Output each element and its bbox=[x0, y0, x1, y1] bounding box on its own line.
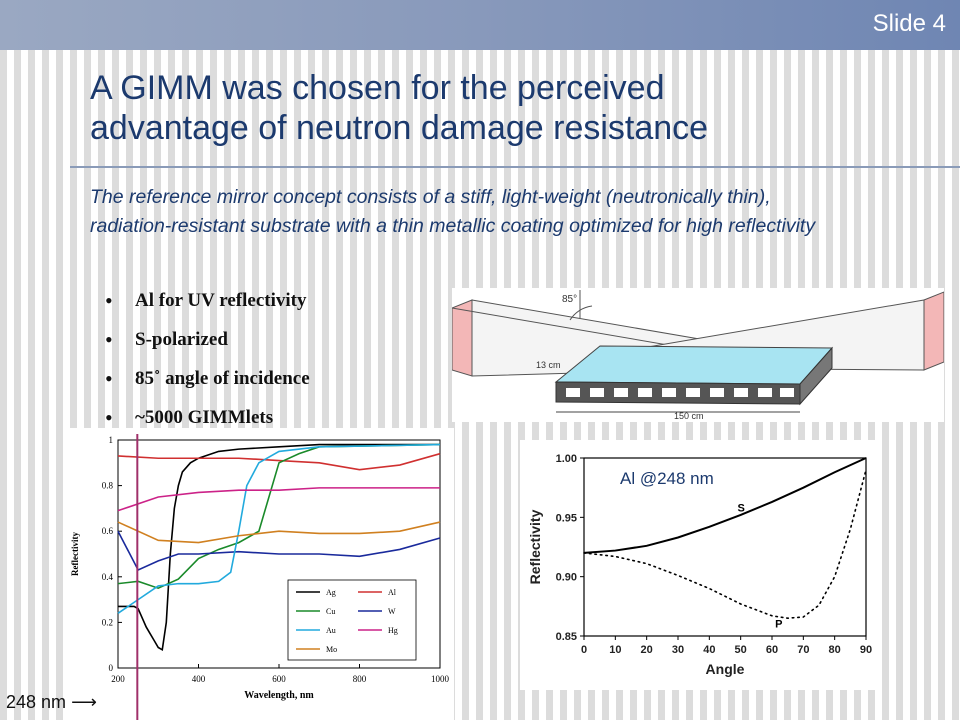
beam-end-right bbox=[923, 291, 945, 371]
bullet-item: • Al for UV reflectivity bbox=[105, 286, 310, 325]
series-line-cu bbox=[117, 443, 441, 590]
x-tick-label: 80 bbox=[829, 644, 841, 656]
bullet-list: • Al for UV reflectivity • S-polarized • 85… bbox=[105, 286, 310, 442]
wavelength-marker-label: 248 nm ⟶ bbox=[6, 692, 97, 713]
mirror-substrate-side bbox=[799, 346, 833, 406]
substrate-cell bbox=[734, 388, 748, 397]
bullet-item: • ~5000 GIMMlets bbox=[105, 403, 310, 442]
title-line-2: advantage of neutron damage resistance bbox=[90, 109, 709, 147]
x-tick-label: 60 bbox=[766, 644, 778, 656]
series-line-au bbox=[117, 443, 441, 614]
bullet-text: S-polarized bbox=[135, 329, 228, 350]
y-axis-label: Reflectivity bbox=[70, 532, 80, 576]
marker-text: 248 nm bbox=[6, 692, 67, 712]
substrate-cell bbox=[590, 388, 604, 397]
angle-arc bbox=[569, 305, 593, 321]
x-tick-label: 1000 bbox=[431, 674, 450, 684]
subtitle-text: The reference mirror concept consists of… bbox=[90, 186, 816, 237]
series-line-p bbox=[583, 469, 867, 620]
bullet-text: ~5000 GIMMlets bbox=[135, 407, 274, 428]
wavelength-reflectivity-chart: 0 0.2 0.4 0.6 0.8 1 200 400 600 800 1000Wavelength… bbox=[70, 434, 450, 720]
y-tick-label: 0.6 bbox=[102, 526, 114, 536]
x-tick-label: 20 bbox=[641, 644, 653, 656]
series-line-ag bbox=[118, 443, 440, 652]
y-tick-label: 0.95 bbox=[556, 512, 577, 524]
chart-title: Al @248 nm bbox=[620, 469, 714, 488]
arrow-right-icon: ⟶ bbox=[71, 692, 97, 712]
bullet-dot-icon: • bbox=[105, 327, 113, 352]
x-tick-label: 50 bbox=[735, 644, 747, 656]
x-tick-label: 40 bbox=[703, 644, 715, 656]
x-tick-label: 800 bbox=[353, 674, 367, 684]
legend-label-ag: Ag bbox=[326, 588, 336, 597]
x-axis-label: Wavelength, nm bbox=[244, 690, 314, 701]
series-label-p: P bbox=[775, 619, 782, 631]
angle-reflectivity-chart: 0.85 0.90 0.95 1.00 0 10 20 30 40 50 60 70 80 90Angle… bbox=[527, 453, 872, 677]
x-tick-label: 200 bbox=[111, 674, 125, 684]
title-divider bbox=[70, 166, 960, 168]
bullet-dot-icon: • bbox=[105, 405, 113, 430]
substrate-cell bbox=[780, 388, 794, 397]
legend-label-mo: Mo bbox=[326, 645, 337, 654]
y-tick-label: 0 bbox=[109, 663, 114, 673]
legend-label-hg: Hg bbox=[388, 626, 398, 635]
bullet-item: • 85˚ angle of incidence bbox=[105, 364, 310, 403]
angle-label: 85° bbox=[562, 294, 577, 305]
substrate-cell bbox=[638, 388, 652, 397]
substrate-cell bbox=[758, 388, 772, 397]
y-tick-label: 0.2 bbox=[102, 617, 113, 627]
y-axis-label: Reflectivity bbox=[527, 509, 543, 584]
substrate-cell bbox=[662, 388, 676, 397]
y-tick-label: 0.85 bbox=[556, 631, 577, 643]
legend-box bbox=[287, 579, 417, 661]
x-tick-label: 70 bbox=[797, 644, 809, 656]
slide-number: Slide 4 bbox=[872, 10, 946, 37]
mirror-diagram-panel: 85° 13 cm 150 cm bbox=[451, 288, 945, 422]
y-tick-label: 0.8 bbox=[102, 481, 114, 491]
series-line-al bbox=[117, 452, 441, 471]
y-tick-label: 1.00 bbox=[556, 453, 577, 465]
legend-label-al: Al bbox=[388, 588, 397, 597]
legend-label-cu: Cu bbox=[326, 607, 335, 616]
bullet-dot-icon: • bbox=[105, 288, 113, 313]
bullet-text: 85˚ angle of incidence bbox=[135, 368, 310, 389]
x-tick-label: 90 bbox=[860, 644, 872, 656]
bullet-dot-icon: • bbox=[105, 366, 113, 391]
bullet-text: Al for UV reflectivity bbox=[135, 290, 307, 311]
length-label: 150 cm bbox=[674, 411, 704, 421]
mirror-diagram: 85° 13 cm 150 cm bbox=[451, 290, 945, 421]
legend-label-au: Au bbox=[326, 626, 336, 635]
substrate-cell bbox=[566, 388, 580, 397]
y-tick-label: 0.90 bbox=[556, 572, 577, 584]
mirror-surface bbox=[554, 345, 834, 385]
series-line-hg bbox=[117, 487, 440, 512]
y-tick-label: 0.4 bbox=[102, 572, 114, 582]
legend-label-w: W bbox=[388, 607, 396, 616]
x-tick-label: 0 bbox=[581, 644, 587, 656]
height-label: 13 cm bbox=[536, 360, 561, 370]
series-line-w bbox=[117, 530, 441, 572]
series-line-s bbox=[583, 457, 867, 554]
x-tick-label: 30 bbox=[672, 644, 684, 656]
y-tick-label: 1 bbox=[109, 435, 114, 445]
substrate-cells bbox=[566, 388, 794, 397]
series-line-mo bbox=[117, 521, 441, 544]
x-tick-label: 600 bbox=[272, 674, 286, 684]
x-tick-label: 400 bbox=[192, 674, 206, 684]
page-title: A GIMM was chosen for the perceived adva… bbox=[90, 68, 930, 148]
series-label-s: S bbox=[738, 502, 745, 514]
x-axis-label: Angle bbox=[706, 661, 745, 677]
x-tick-label: 10 bbox=[609, 644, 621, 656]
plot-frame bbox=[583, 457, 867, 637]
substrate-cell bbox=[614, 388, 628, 397]
title-line-1: A GIMM was chosen for the perceived bbox=[90, 69, 665, 107]
substrate-cell bbox=[710, 388, 724, 397]
bullet-item: • S-polarized bbox=[105, 325, 310, 364]
header-bar: Slide 4 bbox=[0, 0, 960, 50]
substrate-cell bbox=[686, 388, 700, 397]
